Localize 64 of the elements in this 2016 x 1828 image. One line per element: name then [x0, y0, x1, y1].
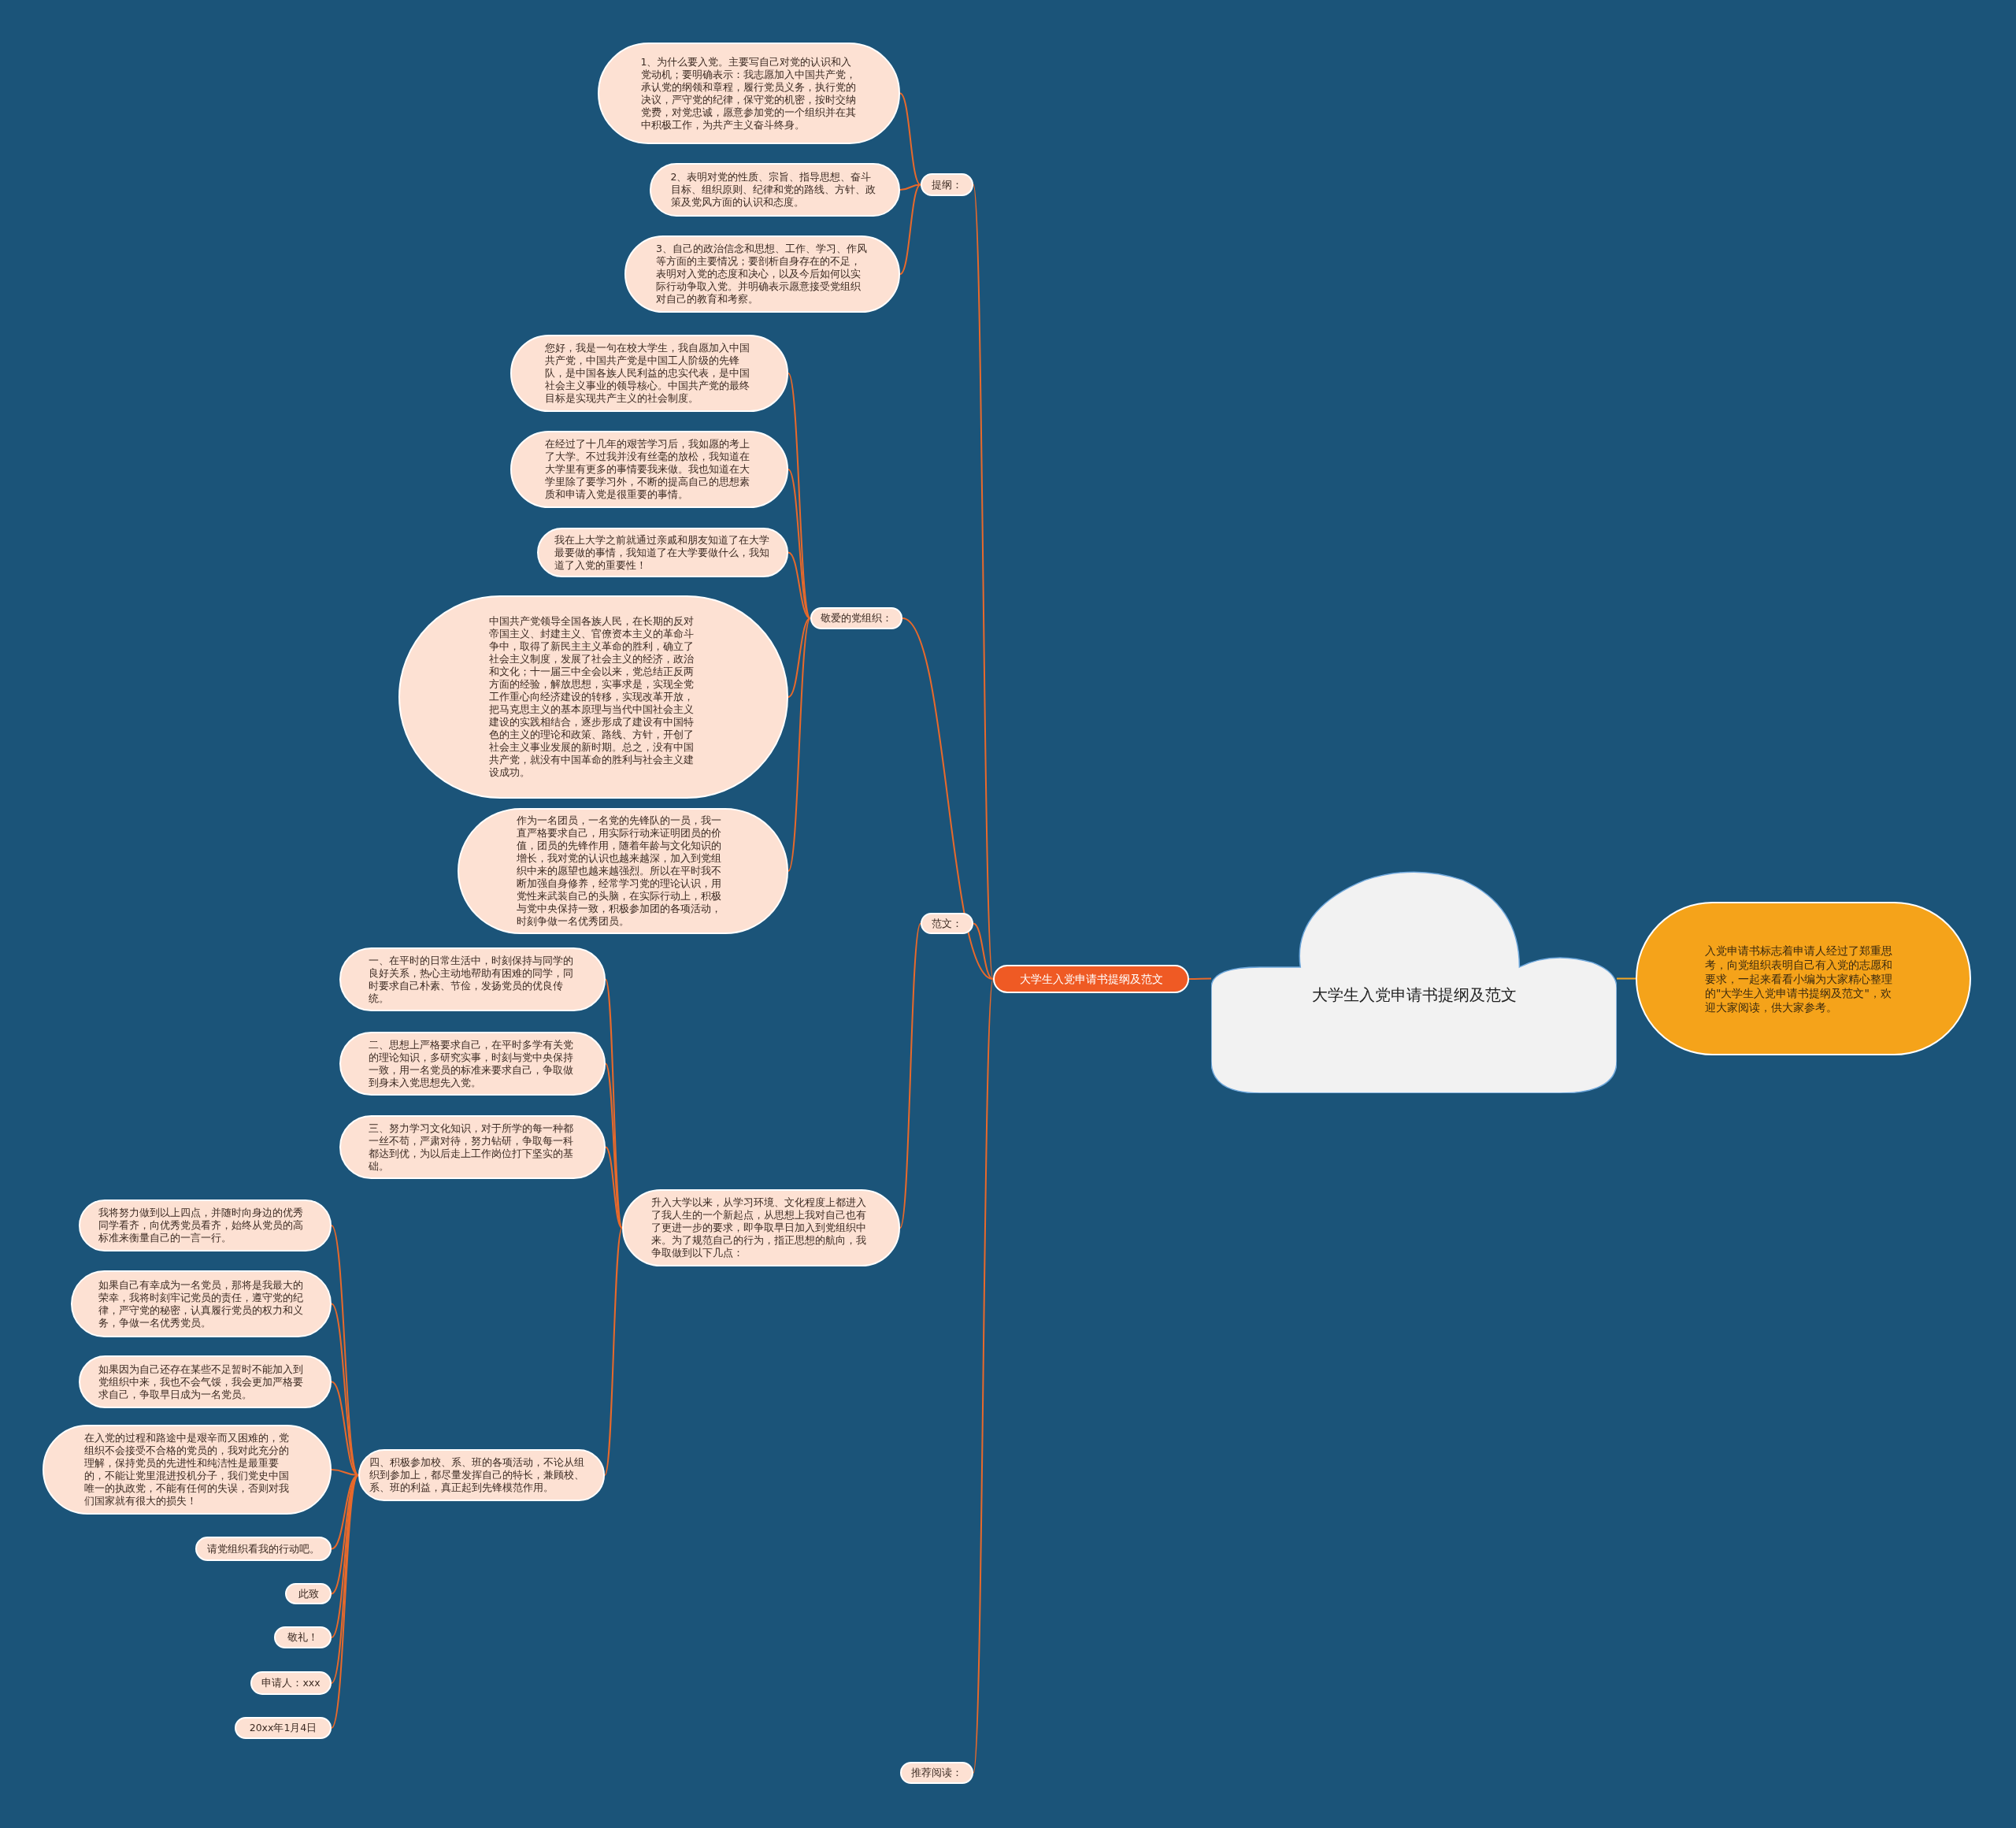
connector-line [331, 1474, 359, 1638]
topic-bubble [921, 913, 973, 934]
topic-text: 2、表明对党的性质、宗旨、指导思想、奋斗目标、组织原则、纪律和党的路线、方针、政策及党风方面的认识和态度。 [670, 171, 876, 209]
connector-line [899, 184, 921, 191]
main-branch-pill [993, 965, 1189, 993]
connector-line [902, 617, 994, 980]
topic-bubble [274, 1626, 332, 1648]
topic-text: 如果自己有幸成为一名党员，那将是我最大的荣幸，我将时刻牢记党员的责任，遵守党的纪律，严守党的秘密，认真履行党员的权力和义务，争做一名优秀党员。 [98, 1278, 304, 1329]
topic-text: 推荐阅读： [911, 1767, 962, 1779]
connector-line [331, 1474, 359, 1729]
topic-text: 我将努力做到以上四点，并随时向身边的优秀同学看齐，向优秀党员看齐，始终从党员的高标准来衡量自己的一言一行。 [98, 1207, 304, 1244]
topic-text: 此致 [298, 1587, 319, 1600]
topic-text: 敬礼！ [287, 1631, 318, 1644]
connector-line [899, 184, 921, 275]
topic-text: 在经过了十几年的艰苦学习后，我如愿的考上了大学。不过我并没有丝毫的放松，我知道在大学里有更多的事情要我来做。我也知道在大学里除了要学习外，不断的提高自己的思想素质和申请入党是很重要的事情。 [545, 438, 750, 501]
topic-bubble [358, 1449, 605, 1501]
topic-text: 3、自己的政治信念和思想、工作、学习、作风等方面的主要情况；要剖析自身存在的不足，表明对入党的态度和决心，以及今后如何以实际行动争取入党。并明确表示愿意接受党组织对自己的教育和考察。 [656, 243, 868, 306]
topic-text: 申请人：xxx [261, 1677, 321, 1689]
connector-line [605, 978, 623, 1229]
connector-line [788, 617, 811, 872]
topic-text: 作为一名团员，一名党的先锋队的一员，我一直严格要求自己，用实际行动来证明团员的价值，团员的先锋作用，随着年龄与文化知识的增长，我对党的认识也越来越深，加入到党组织中来的愿望也越来越强烈。所以在平时我不断加强自身修养，经常学习党的理论认识，用党性来武装自己的头脑，在实际行动上，积极与党中央保持一致，积极参加团的各项活动，时刻争做一名优秀团员。 [517, 814, 722, 928]
topic-bubble [285, 1583, 332, 1604]
connector-line [604, 1227, 623, 1476]
topic-bubble [339, 947, 606, 1011]
topic-text: 一、在平时的日常生活中，时刻保持与同学的良好关系，热心主动地帮助有困难的同学，同时要求自己朴素、节俭，发扬党员的优良传统。 [368, 954, 574, 1005]
topic-text: 如果因为自己还存在某些不足暂时不能加入到党组织中来，我也不会气馁，我会更加严格要求自己，争取早日成为一名党员。 [98, 1363, 304, 1401]
topic-text: 请党组织看我的行动吧。 [207, 1542, 320, 1555]
central-topic-text: 大学生入党申请书提纲及范文 [1311, 984, 1517, 1005]
topic-text: 范文： [932, 917, 962, 930]
topic-text: 入党申请书标志着申请人经过了郑重思考，向党组织表明自己有入党的志愿和要求，一起来看看小编为大家精心整理的"大学生入党申请书提纲及范文"，欢迎大家阅读，供大家参考。 [1705, 943, 1893, 1014]
topic-text: 提纲： [932, 178, 962, 191]
topic-bubble [900, 1762, 973, 1784]
connector-line [605, 1062, 623, 1229]
connector-line [788, 551, 811, 619]
topic-text: 中国共产党领导全国各族人民，在长期的反对帝国主义、封建主义、官僚资本主义的革命斗争中，取得了新民主主义革命的胜利，确立了社会主义制度，发展了社会主义的经济，政治和文化；十一届三中全会以来，党总结正反两方面的经验，解放思想，实事求是，实现全党工作重心向经济建设的转移，实现改革开放，把马克思主义的基本原理与当代中国社会主义建设的实践相结合，逐步形成了建设有中国特色的主义的理论和政策、路线、方针，开创了社会主义事业发展的新时期。总之，没有中国共产党，就没有中国革命的胜利与社会主义建设成功。 [489, 615, 695, 779]
connector-line [899, 922, 921, 1229]
connector-line [1616, 977, 1636, 980]
topic-text: 四、积极参加校、系、班的各项活动，不论从组织到参加上，都尽量发挥自己的特长，兼顾校、系、班的利益，真正起到先锋模范作用。 [369, 1456, 585, 1494]
topic-bubble [235, 1717, 332, 1739]
topic-text: 二、思想上严格要求自己，在平时多学有关党的理论知识，多研究实事，时刻与党中央保持一致，用一名党员的标准来要求自己，争取做到身未入党思想先入党。 [368, 1038, 574, 1089]
topic-text: 您好，我是一句在校大学生，我自愿加入中国共产党，中国共产党是中国工人阶级的先锋队，是中国各族人民利益的忠实代表，是中国社会主义事业的领导核心。中国共产党的最终目标是实现共产主义的社会制度。 [545, 342, 750, 405]
connector-line [331, 1303, 359, 1476]
topic-bubble [250, 1671, 332, 1695]
topic-text: 三、努力学习文化知识，对于所学的每一种都一丝不苟，严肃对待，努力钻研，争取每一科都达到优，为以后走上工作岗位打下坚实的基础。 [368, 1122, 574, 1173]
connector-line [788, 469, 811, 619]
topic-text: 我在上大学之前就通过亲戚和朋友知道了在大学最要做的事情，我知道了在大学要做什么，我知道了入党的重要性！ [554, 533, 770, 572]
topic-bubble [921, 173, 973, 196]
connector-line [788, 373, 811, 619]
connector-line [899, 92, 921, 186]
topic-bubble [622, 1189, 900, 1266]
topic-text: 20xx年1月4日 [249, 1722, 317, 1734]
topic-text: 大学生入党申请书提纲及范文 [1019, 972, 1163, 986]
topic-text: 升入大学以来，从学习环境、文化程度上都进入了我人生的一个新起点，从思想上我对自己也有了更进一步的要求，即争取早日加入到党组织中来。为了规范自己的行为，指正思想的航向，我争取做到以下几点： [650, 1196, 867, 1259]
connector-line [973, 922, 994, 980]
topic-text: 敬爱的党组织： [821, 612, 892, 625]
connector-line [973, 978, 994, 1774]
connector-line [605, 1146, 623, 1229]
connector-line [788, 617, 811, 698]
connector-line [1188, 977, 1212, 980]
connector-line [973, 184, 994, 980]
topic-bubble [810, 607, 902, 629]
topic-text: 在入党的过程和路途中是艰辛而又困难的，党组织不会接受不合格的党员的，我对此充分的理解，保持党员的先进性和纯洁性是最重要的，不能让党里混进投机分子，我们党史中国唯一的执政党，不能有任何的失误，否则对我们国家就有很大的损失！ [83, 1432, 290, 1507]
topic-bubble [195, 1537, 332, 1561]
topic-text: 1、为什么要入党。主要写自己对党的认识和入党动机；要明确表示：我志愿加入中国共产党，承认党的纲领和章程，履行党员义务，执行党的决议，严守党的纪律，保守党的机密，按时交纳党费，对党忠诚，愿意参加党的一个组织并在其中积极工作，为共产主义奋斗终身。 [640, 55, 857, 132]
